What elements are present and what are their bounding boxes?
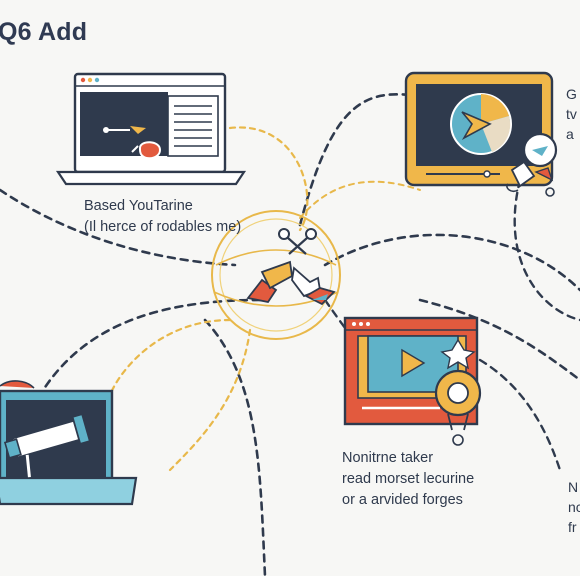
connector-hub-top-right	[298, 93, 412, 227]
hub-node	[211, 210, 341, 340]
telescope-laptop-icon	[0, 380, 138, 506]
caption-right-bottom-clipped: N nc fr	[568, 477, 580, 537]
connector-top-right-down	[513, 178, 580, 322]
play-pie-monitor-icon	[404, 71, 558, 197]
page-title: Q6 Add	[0, 18, 88, 46]
caption-line: or a arvided forges	[342, 492, 463, 508]
video-player-window-icon	[343, 316, 482, 446]
caption-line: G	[566, 86, 577, 102]
video-editor-laptop-icon	[55, 72, 247, 186]
caption-right-top-clipped: G tv a	[566, 84, 577, 144]
caption-line: nc	[568, 499, 580, 515]
scissors-icon	[278, 228, 317, 255]
caption-line: fr	[568, 519, 577, 535]
caption-laptop-left: Based YouTarine (Il herce of rodables me…	[84, 196, 241, 238]
caption-line: (Il herce of rodables me)	[84, 219, 242, 235]
caption-line: Based YouTarine	[84, 198, 193, 214]
handshake-icon	[246, 260, 336, 306]
connector-gold-bottom	[168, 328, 252, 472]
connector-hub-bottom	[203, 318, 267, 576]
connector-gold-left	[108, 318, 232, 397]
caption-center-bottom: Nonitrne taker read morset lecurine or a…	[342, 448, 474, 511]
connector-hub-right	[323, 233, 580, 292]
caption-line: Nonitrne taker	[342, 450, 434, 466]
caption-line: tv	[566, 106, 577, 122]
connector-hub-bottom-left	[38, 298, 262, 397]
connector-gold-right	[299, 180, 421, 219]
connector-gold-top	[228, 126, 309, 232]
connector-hub-right-lower	[418, 298, 580, 382]
connector-window-right	[478, 358, 562, 472]
caption-line: N	[568, 479, 579, 495]
connector-left-edge	[0, 188, 237, 267]
caption-line: a	[566, 126, 574, 142]
caption-line: read morset lecurine	[342, 471, 475, 487]
